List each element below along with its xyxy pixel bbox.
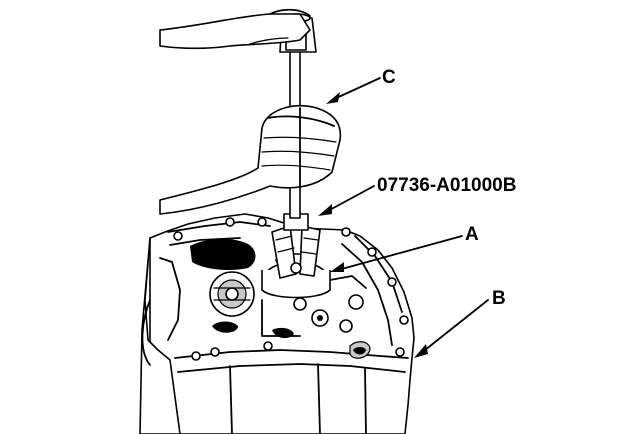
transmission-housing [139,213,415,434]
callout-tool-number: 07736-A01000B [377,175,517,196]
callout-b: B [492,288,506,309]
callout-c: C [382,67,396,88]
puller-tool [271,213,321,279]
upper-arm-hand [159,8,311,50]
leader-lines [318,77,489,358]
lower-hand [159,104,342,215]
callout-a: A [465,224,479,245]
